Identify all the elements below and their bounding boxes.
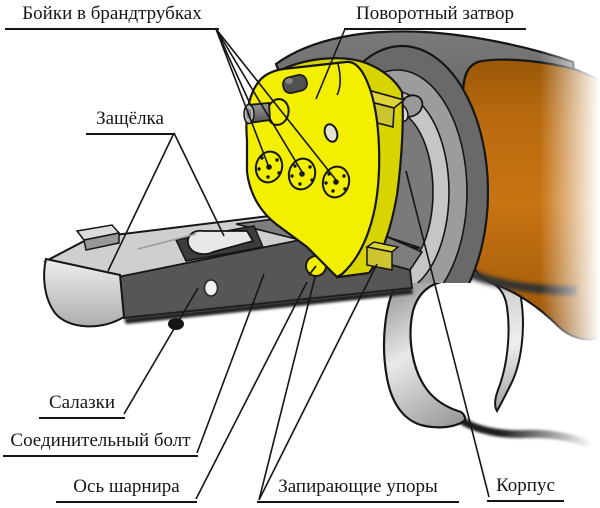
latch-lever [187,229,255,255]
trigger-guard-bow [382,273,467,429]
leader-firing-pins-1 [215,28,252,107]
leader-sled [123,287,199,415]
locking-lug-bottom [365,241,400,271]
chamber-face-3 [321,165,351,199]
label-sled: Салазки [39,391,125,419]
label-locking-lugs: Запирающие упоры [257,475,459,503]
firing-pin-1 [266,164,272,170]
trigger-guard-swoosh [452,410,592,448]
label-body: Корпус [487,474,564,502]
label-connecting-bolt: Соединительный болт [3,429,198,457]
sled-seam [137,233,197,250]
leader-firing-pins-2 [215,28,269,166]
leader-lines [107,28,490,501]
leader-firing-pins-3 [215,28,303,173]
chamber-face-2 [287,157,317,191]
leader-connecting-bolt [196,273,265,454]
bolt-hole [203,279,219,297]
leader-hinge-axis [195,281,308,500]
rotary-bolt [243,57,406,279]
sled-tab-side [83,232,120,251]
trigger-guard-blade [483,275,524,413]
label-latch: Защёлка [86,107,174,135]
leader-locking-lugs-1 [258,276,316,501]
sled-nose [43,257,126,328]
body-under-shadow [466,268,578,296]
bolt-slot-highlight [285,78,293,84]
leader-latch-1 [107,132,175,272]
leader-latch-2 [173,132,225,237]
leader-locking-lugs-2 [258,263,378,501]
firing-pin-3 [333,179,339,185]
label-firing-pins: Бойки в брандтрубках [5,2,219,30]
label-rotary-bolt: Поворотный затвор [344,2,526,30]
leader-body [405,170,490,498]
firing-pin-2 [299,171,305,177]
bolt-oval-hole [323,123,339,143]
leader-firing-pins-4 [215,28,337,181]
chamber-face-1 [254,150,284,184]
bolt-face-crease [336,63,341,96]
sled-bottom-shadow [124,288,413,324]
leader-rotary-bolt [315,28,346,100]
label-hinge-axis: Ось шарнира [56,475,197,503]
